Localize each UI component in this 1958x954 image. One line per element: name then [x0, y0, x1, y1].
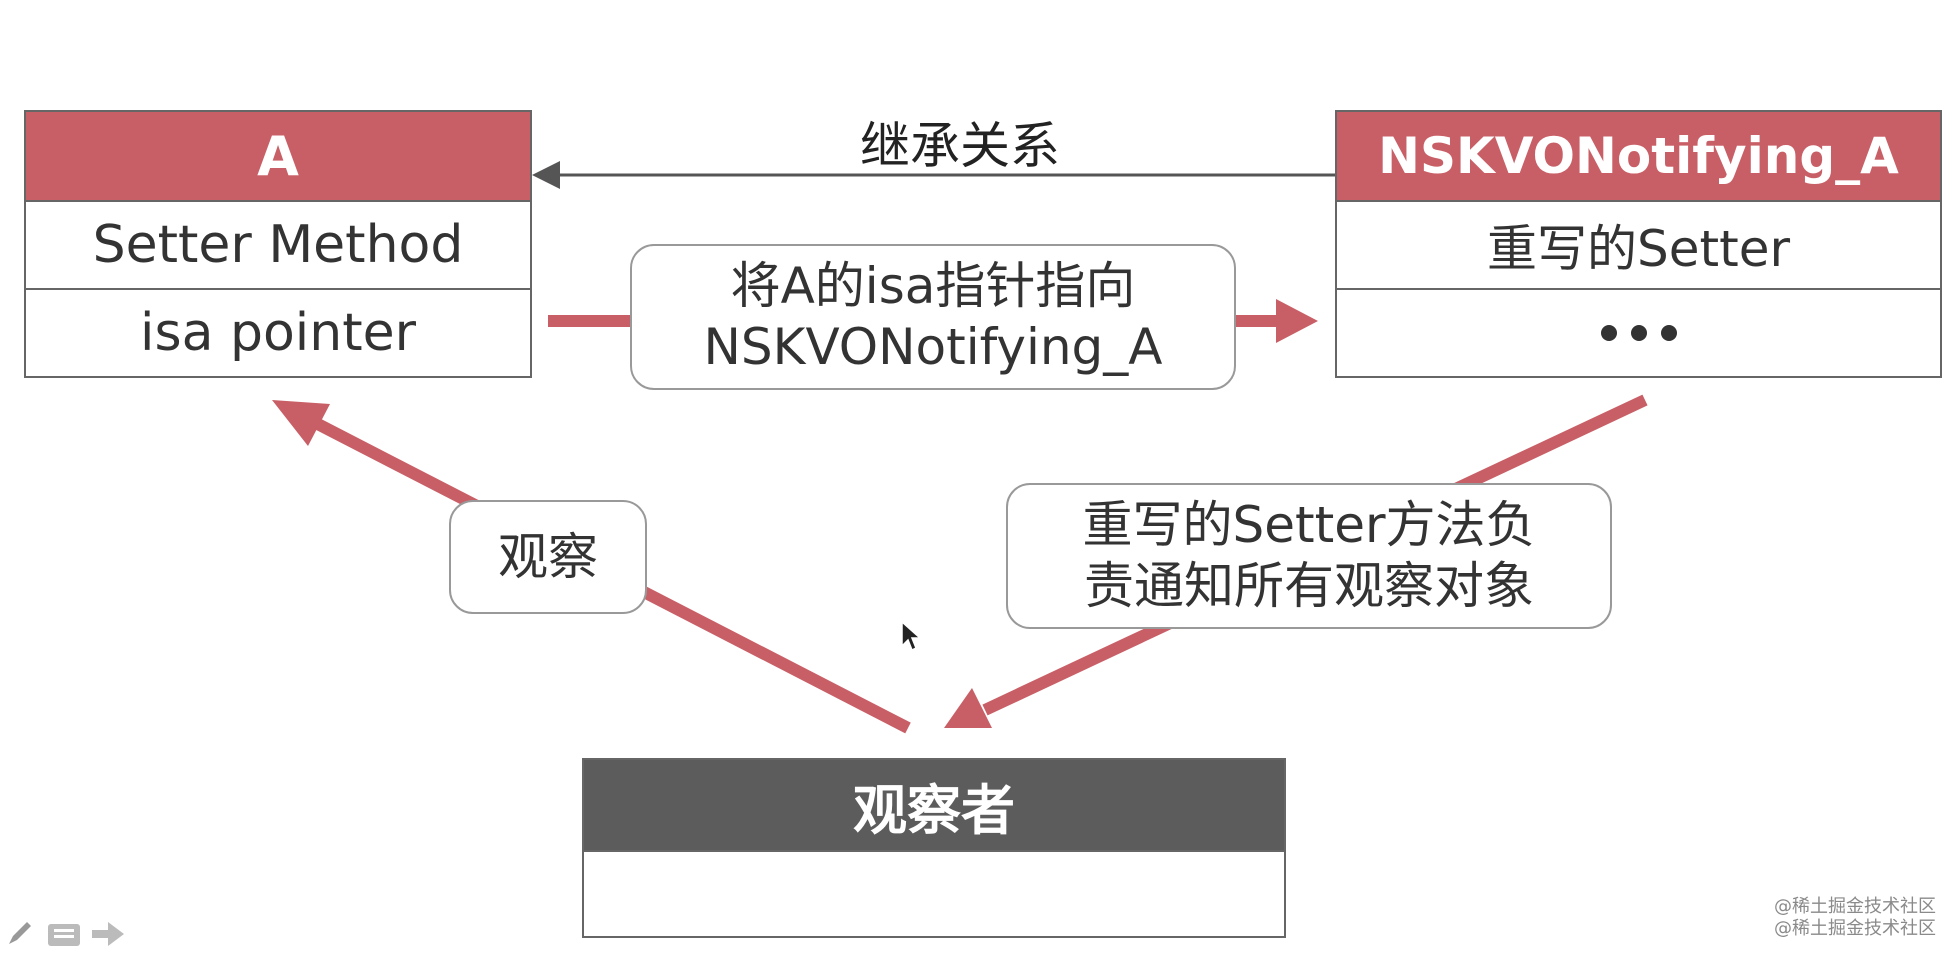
observer-title: 观察者 [584, 760, 1284, 850]
isa-redirect-label: 将A的isa指针指向 NSKVONotifying_A [630, 244, 1236, 390]
menu-icon[interactable] [44, 920, 84, 948]
observe-label-text: 观察 [498, 527, 598, 586]
isa-label-line1: 将A的isa指针指向 [730, 257, 1136, 315]
class-a-isa-row: isa pointer [26, 288, 530, 376]
mouse-cursor-icon [901, 620, 922, 652]
class-a-setter-row: Setter Method [26, 200, 530, 288]
ellipsis-icon [1600, 325, 1677, 341]
watermark: @稀土掘金技术社区 @稀土掘金技术社区 [1774, 896, 1936, 940]
notify-label: 重写的Setter方法负 责通知所有观察对象 [1006, 483, 1612, 629]
kvo-ellipsis-row [1337, 288, 1940, 376]
watermark-line1: @稀土掘金技术社区 [1774, 896, 1936, 917]
next-arrow-icon[interactable] [88, 920, 128, 948]
class-a-title: A [26, 112, 530, 200]
inheritance-label: 继承关系 [860, 117, 1060, 175]
inheritance-arrow [532, 161, 1335, 189]
watermark-line2: @稀土掘金技术社区 [1774, 918, 1936, 939]
kvo-class-title: NSKVONotifying_A [1337, 112, 1940, 200]
class-box-a: A Setter Method isa pointer [24, 110, 532, 378]
notify-label-line1: 重写的Setter方法负 [1082, 496, 1536, 554]
presentation-toolbar [0, 918, 128, 948]
observer-box: 观察者 [582, 758, 1286, 938]
kvo-setter-row: 重写的Setter [1337, 200, 1940, 288]
observer-body [584, 850, 1284, 936]
notify-label-line2: 责通知所有观察对象 [1084, 557, 1534, 615]
class-box-nskvonotifying-a: NSKVONotifying_A 重写的Setter [1335, 110, 1942, 378]
isa-label-line2: NSKVONotifying_A [703, 318, 1163, 376]
pen-icon[interactable] [0, 920, 40, 948]
observe-label: 观察 [449, 500, 647, 614]
